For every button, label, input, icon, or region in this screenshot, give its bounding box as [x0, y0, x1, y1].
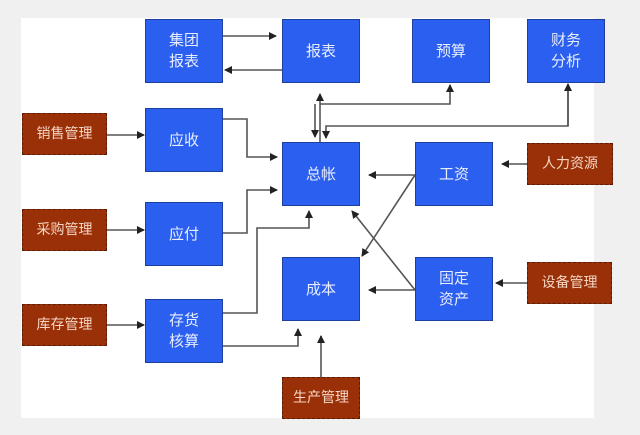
node-financial-analysis[interactable]: 财务 分析 [527, 19, 605, 83]
node-equipment-management[interactable]: 设备管理 [527, 262, 612, 304]
node-report[interactable]: 报表 [282, 19, 360, 83]
diagram-background [21, 18, 594, 418]
node-fixed-assets[interactable]: 固定 资产 [415, 257, 493, 321]
node-cost[interactable]: 成本 [282, 257, 360, 321]
edge-receivable-to-ledger [223, 118, 278, 161]
node-stock-management[interactable]: 库存管理 [22, 304, 107, 346]
node-budget[interactable]: 预算 [412, 19, 490, 83]
node-human-resources[interactable]: 人力资源 [527, 143, 613, 185]
edge-payable-to-ledger [223, 186, 278, 234]
node-receivable[interactable]: 应收 [145, 108, 223, 172]
edge-ledger-to-budget [320, 84, 454, 105]
edge-inventory-to-ledger [223, 210, 313, 314]
node-general-ledger[interactable]: 总帐 [282, 142, 360, 206]
node-purchase-management[interactable]: 采购管理 [22, 209, 107, 251]
node-group-report[interactable]: 集团 报表 [145, 19, 223, 83]
edge-payroll-to-cost [361, 174, 416, 257]
edge-inventory-to-cost [223, 328, 302, 347]
edge-analysis-to-ledger [322, 85, 569, 139]
node-payable[interactable]: 应付 [145, 202, 223, 266]
node-payroll[interactable]: 工资 [415, 142, 493, 206]
node-production-management[interactable]: 生产管理 [282, 377, 360, 419]
edge-fixed-assets-to-ledger [351, 210, 416, 291]
node-sales-management[interactable]: 销售管理 [22, 113, 107, 155]
node-inventory-accounting[interactable]: 存货 核算 [145, 299, 223, 363]
